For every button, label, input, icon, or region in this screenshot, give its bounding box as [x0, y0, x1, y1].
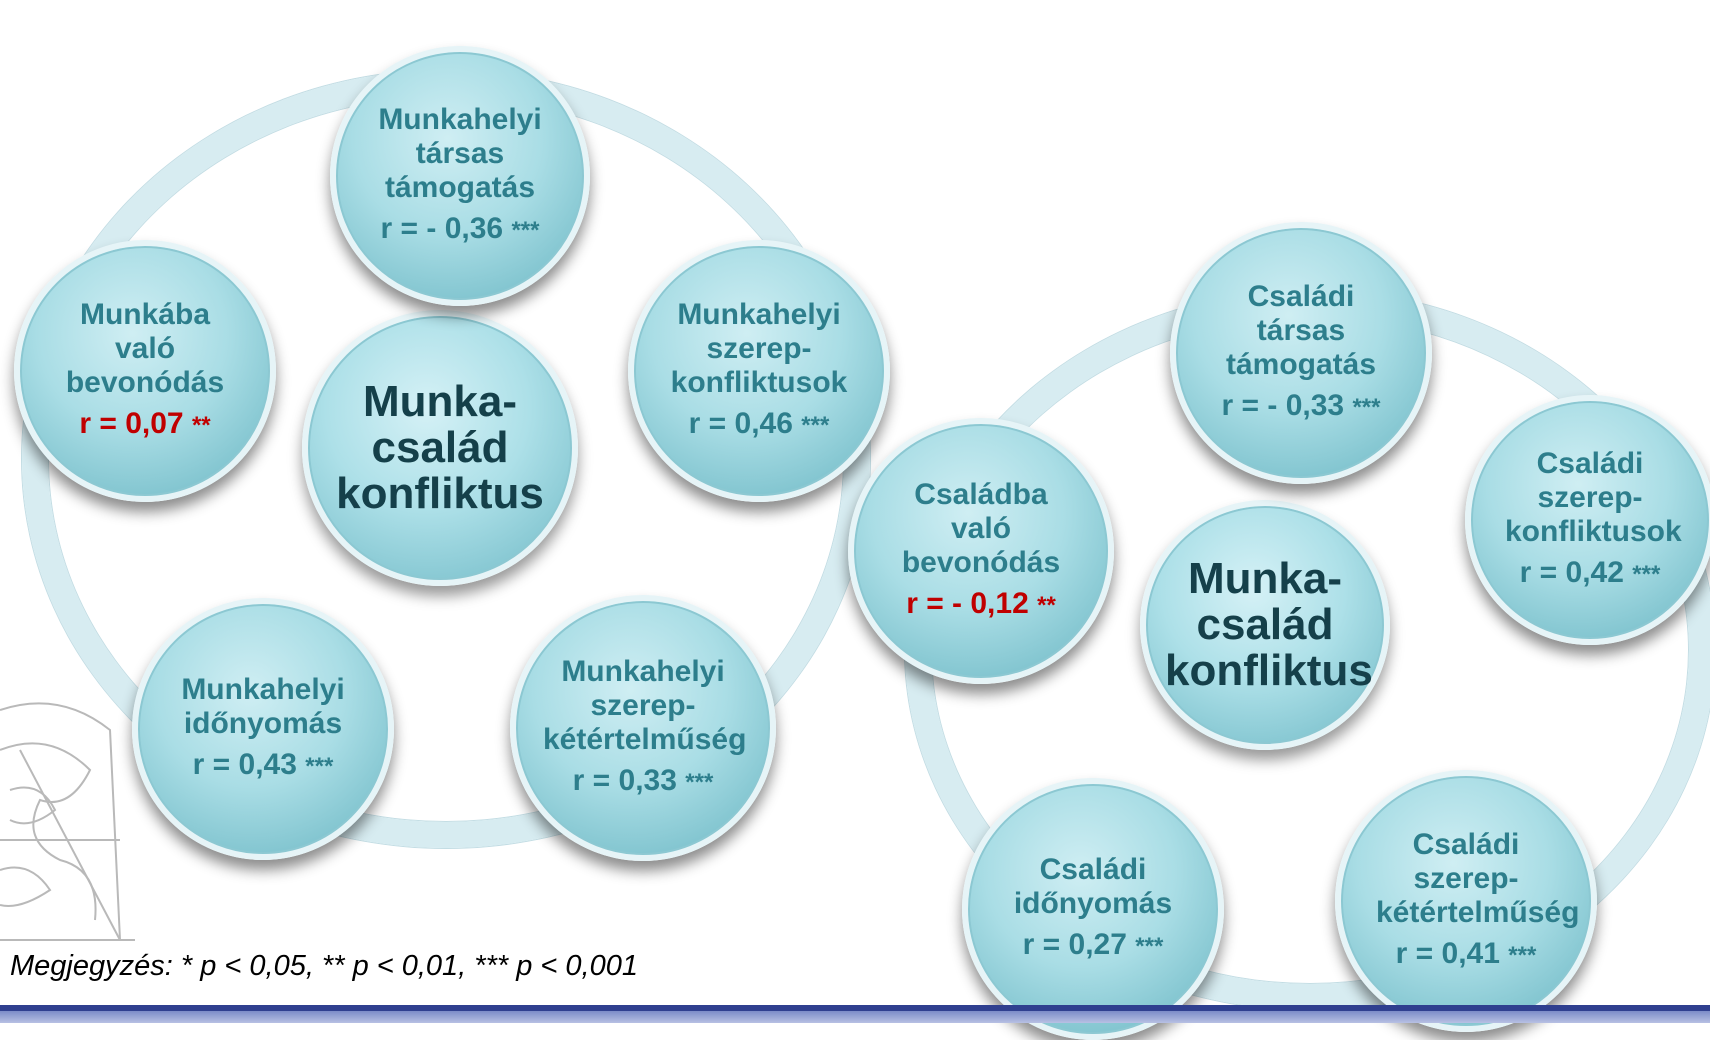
node-r-value: r = 0,46 — [688, 407, 793, 440]
node-significance: *** — [305, 753, 334, 780]
right-node-role-ambiguity: Családi szerep-kétértelműség r = 0,41 **… — [1335, 770, 1597, 1032]
footer-bar — [0, 1005, 1710, 1011]
right-node-role-conflict: Családi szerep-konfliktusok r = 0,42 *** — [1465, 395, 1710, 645]
node-label: Családi időnyomás — [1013, 853, 1173, 920]
node-label: Munkahelyi társas támogatás — [378, 103, 542, 204]
left-center-title: Munka-család konfliktus — [336, 377, 544, 518]
node-r-value: r = - 0,33 — [1221, 389, 1345, 422]
left-node-time-pressure: Munkahelyi időnyomás r = 0,43 *** — [132, 598, 394, 860]
university-seal-logo — [0, 702, 135, 941]
right-node-time-pressure: Családi időnyomás r = 0,27 *** — [962, 778, 1224, 1040]
left-node-role-conflict: Munkahelyi szerep-konfliktusok r = 0,46 … — [628, 240, 890, 502]
node-significance: *** — [1135, 933, 1164, 960]
node-label: Munkahelyi szerep-kétértelműség — [543, 655, 747, 756]
left-node-social-support: Munkahelyi társas támogatás r = - 0,36 *… — [330, 46, 590, 306]
left-center-circle: Munka-család konfliktus — [302, 310, 578, 586]
node-significance: *** — [1508, 942, 1537, 969]
left-node-involvement: Munkába való bevonódás r = 0,07 ** — [14, 240, 276, 502]
node-r-value: r = - 0,12 — [906, 587, 1029, 620]
footer-bar-gradient — [0, 1011, 1710, 1023]
right-center-title: Munka-család konfliktus — [1165, 554, 1373, 695]
node-significance: *** — [511, 217, 540, 244]
node-significance: ** — [1037, 592, 1056, 619]
left-node-role-ambiguity: Munkahelyi szerep-kétértelműség r = 0,33… — [510, 595, 776, 861]
node-significance: *** — [1352, 394, 1381, 421]
node-r-value: r = 0,27 — [1022, 928, 1127, 961]
node-label: Munkahelyi időnyomás — [181, 673, 345, 740]
node-significance: *** — [801, 412, 830, 439]
node-r-value: r = - 0,36 — [380, 212, 504, 245]
node-label: Családi társas támogatás — [1225, 280, 1377, 381]
node-label: Családba való bevonódás — [901, 478, 1061, 579]
significance-footnote: Megjegyzés: * p < 0,05, ** p < 0,01, ***… — [10, 950, 638, 982]
node-significance: ** — [191, 412, 211, 439]
node-label: Munkahelyi szerep-konfliktusok — [670, 298, 848, 399]
node-significance: *** — [685, 769, 714, 796]
node-label: Családi szerep-kétértelműség — [1376, 828, 1580, 929]
right-center-circle: Munka-család konfliktus — [1140, 500, 1390, 750]
node-label: Munkába való bevonódás — [65, 298, 225, 399]
node-r-value: r = 0,41 — [1395, 937, 1500, 970]
node-r-value: r = 0,42 — [1519, 556, 1624, 589]
node-significance: *** — [1632, 561, 1661, 588]
right-node-social-support: Családi társas támogatás r = - 0,33 *** — [1170, 222, 1432, 484]
node-r-value: r = 0,33 — [572, 764, 677, 797]
right-node-involvement: Családba való bevonódás r = - 0,12 ** — [848, 418, 1114, 684]
node-r-value: r = 0,07 — [79, 407, 184, 440]
node-r-value: r = 0,43 — [192, 748, 297, 781]
node-label: Családi szerep-konfliktusok — [1505, 447, 1682, 548]
